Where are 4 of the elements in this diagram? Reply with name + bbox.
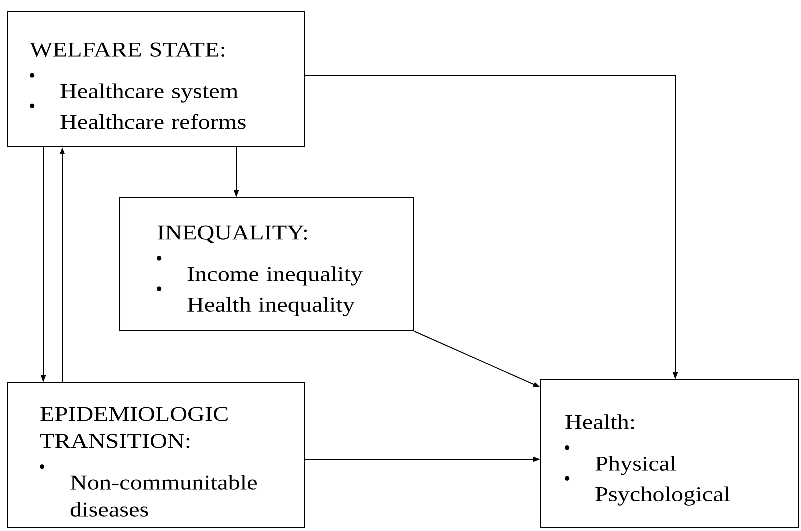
text-box: Health: Physical Psychological [540, 380, 800, 528]
text-box: WELFARE STATE: Healthcare system Healthcare reforms [8, 12, 306, 148]
text-box: INEQUALITY: Income inequality Health inequality [120, 198, 414, 332]
text-box: EPIDEMIOLOGIC TRANSITION: Non-communitable diseases [8, 382, 306, 528]
